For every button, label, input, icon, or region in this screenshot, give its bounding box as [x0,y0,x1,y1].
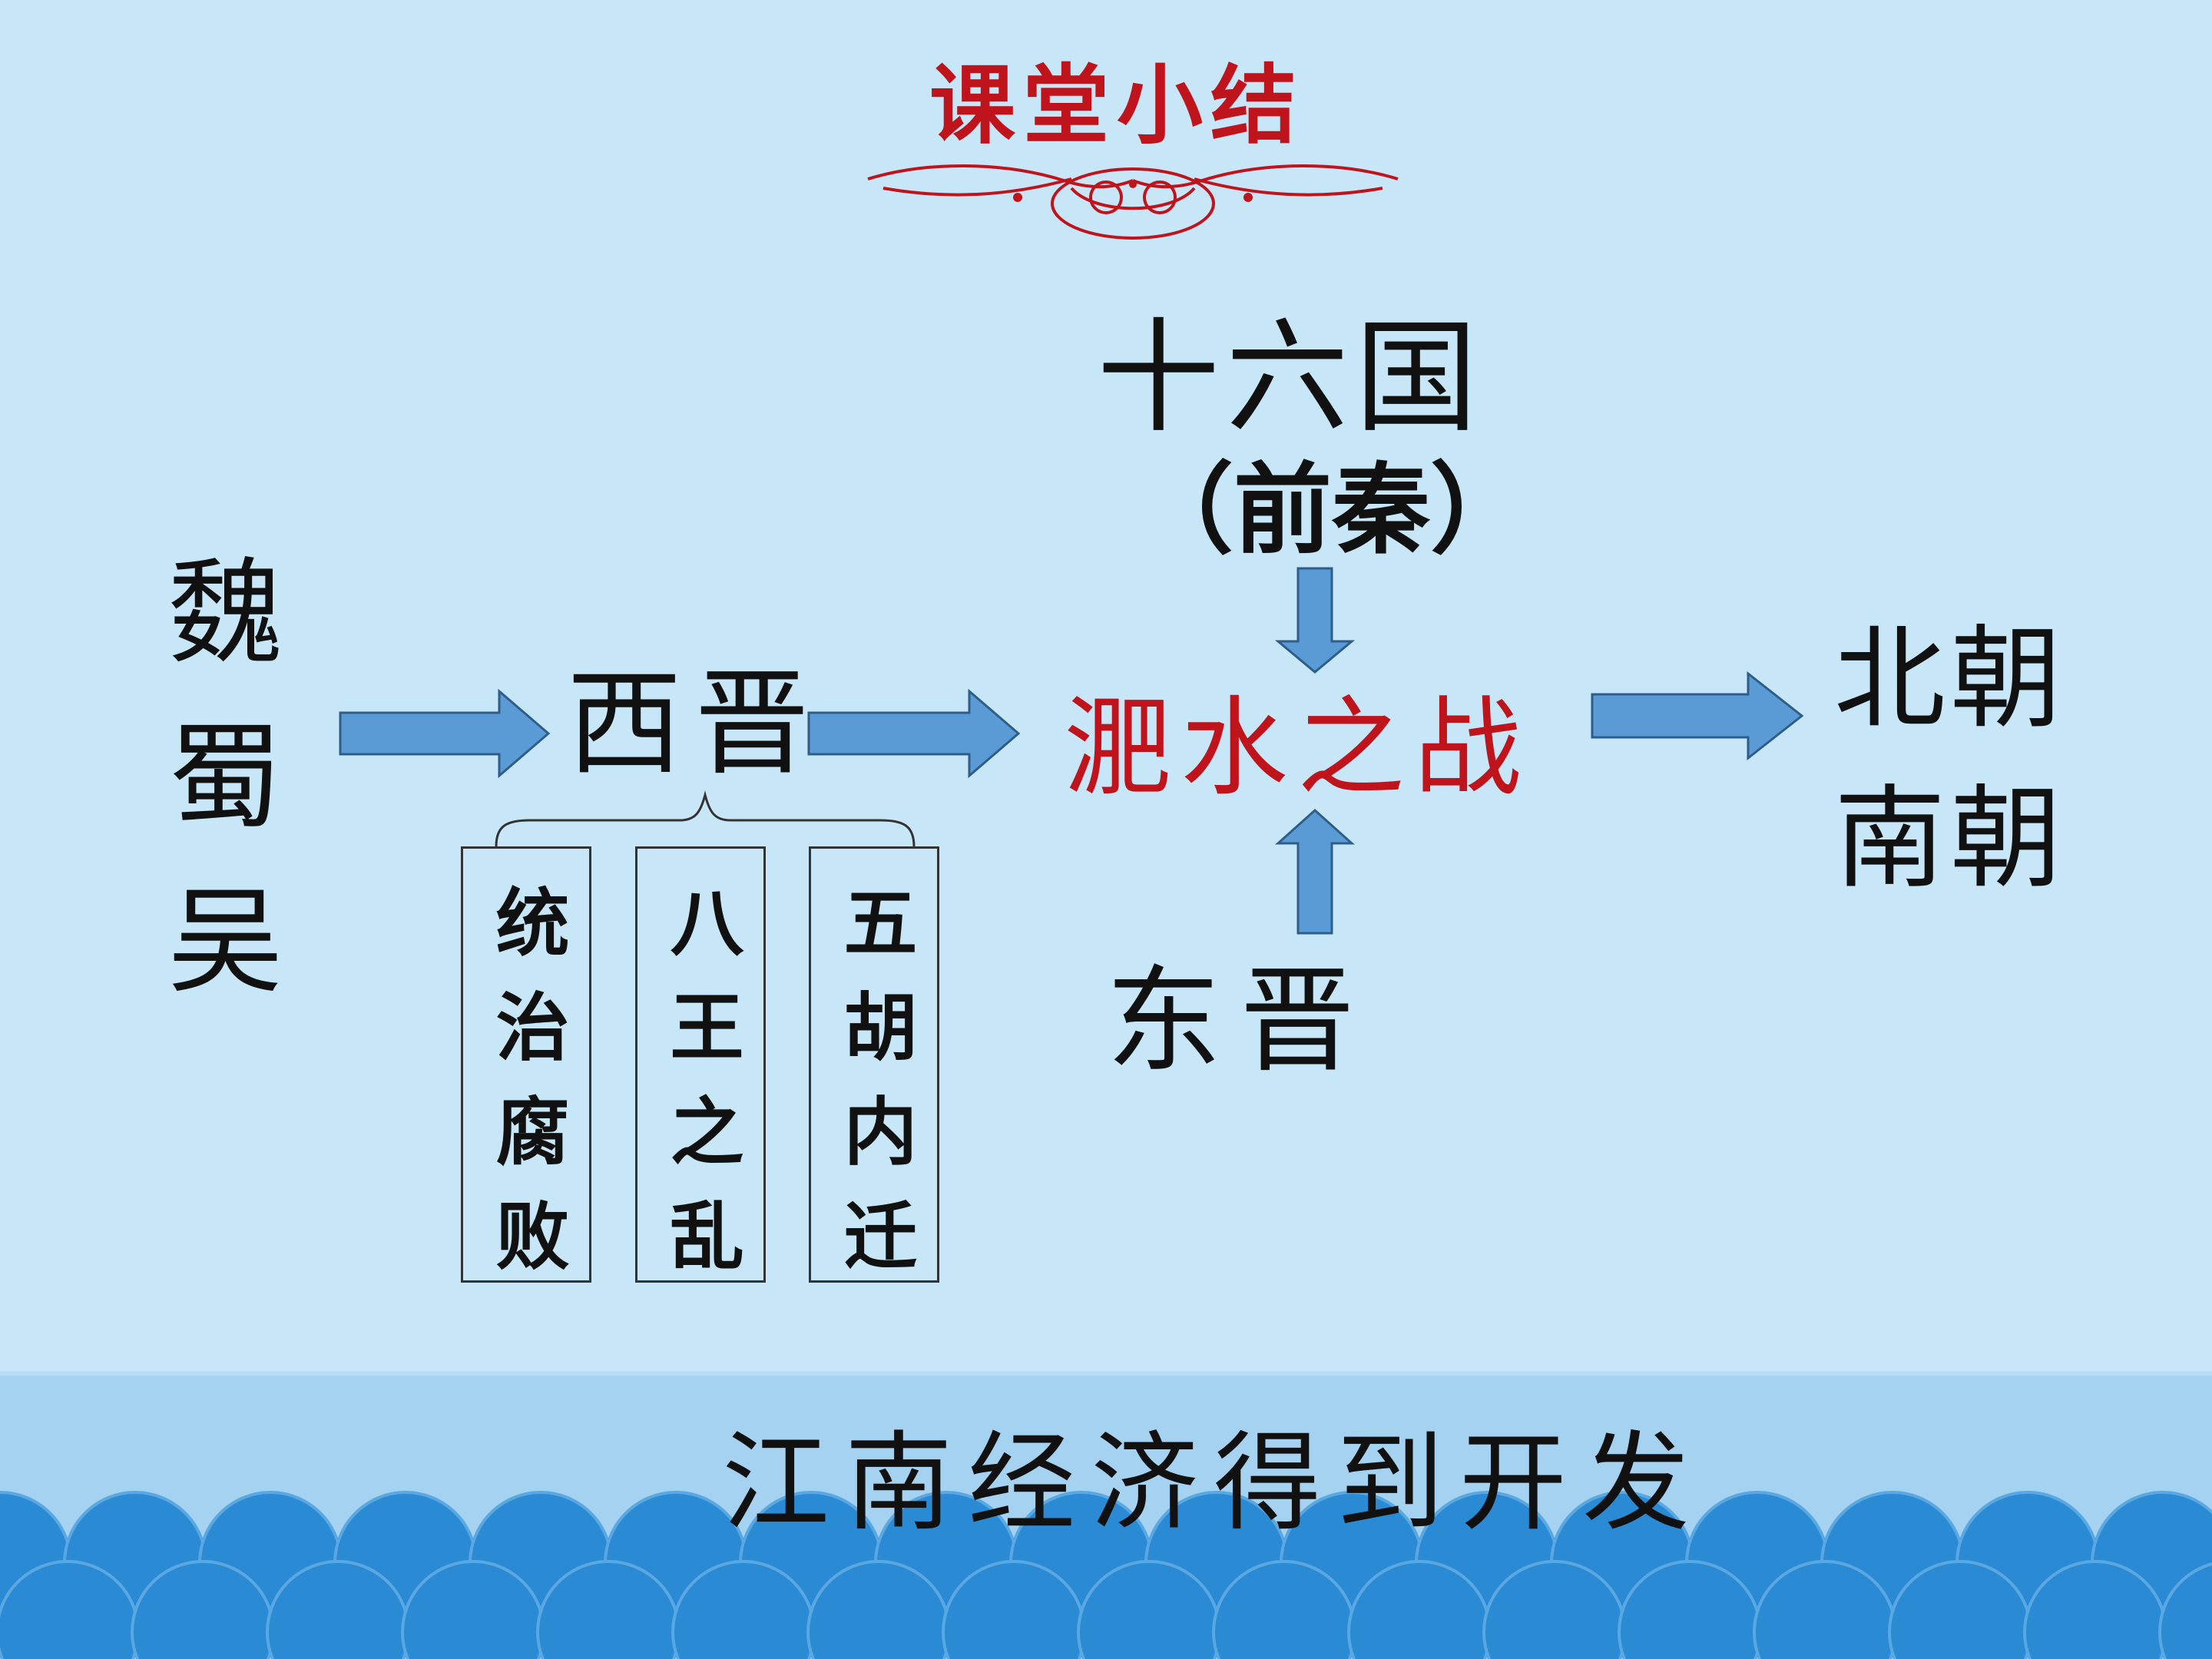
conclusion-text: 江南经济得到开发 [722,1421,1706,1546]
arrow-western-jin-to-battle [807,688,1021,779]
arrow-states-to-western-jin [339,688,551,779]
battle-label: 淝水之战 [1064,686,1532,811]
cause-label: 五胡内迁 [831,884,918,1302]
wave-shape [2158,1562,2212,1659]
cause-box-eight-princes: 八王之乱 [635,846,766,1302]
northern-dynasties-label: 北朝 [1834,614,2066,744]
slide-title: 课堂小结 [929,55,1304,156]
western-jin-label: 西晋 [567,657,823,791]
arrow-former-qin-down [1274,567,1356,674]
cause-box-migration: 五胡内迁 [809,846,939,1302]
three-kingdoms-label: 魏蜀吴 [148,551,282,1045]
wave-row-front [0,1560,2212,1659]
cause-label: 统治腐败 [483,884,570,1302]
southern-dynasties-label: 南朝 [1834,774,2066,904]
arrow-battle-to-dynasties [1591,671,1804,761]
title-ornament [867,164,1399,240]
eastern-jin-label: 东晋 [1106,955,1374,1088]
cause-brace [495,790,916,847]
cause-box-corruption: 统治腐败 [461,846,591,1302]
cause-label: 八王之乱 [657,884,744,1302]
sixteen-kingdoms-label: 十六国 [1097,306,1485,449]
former-qin-label: （前秦） [1135,452,1529,568]
band-top-line [0,1371,2212,1376]
arrow-eastern-jin-up [1275,808,1355,935]
